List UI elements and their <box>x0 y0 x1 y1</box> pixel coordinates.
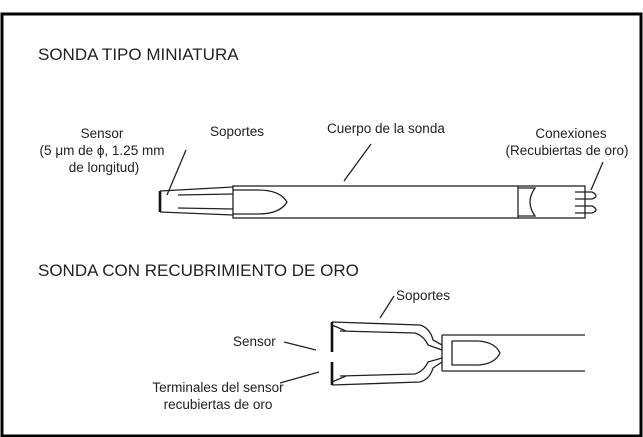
probe-body <box>232 185 586 219</box>
supports-label-top: Soportes <box>210 124 264 139</box>
miniature-probe <box>158 185 597 219</box>
sensor-leader-bottom <box>283 341 317 351</box>
terminals-label-line2: recubiertas de oro <box>164 397 273 412</box>
connections-label-line1: Conexiones <box>535 126 607 141</box>
gold-pin-lower <box>575 205 597 214</box>
terminals-leader <box>279 371 320 384</box>
connections-label-line2: (Recubiertas de oro) <box>505 143 628 158</box>
sensor-label-bottom: Sensor <box>233 334 276 349</box>
supports-leader-bottom <box>379 295 395 319</box>
gold-coated-probe <box>330 321 585 386</box>
sensor-label-line2: (5 μm de ϕ, 1.25 mm <box>40 143 165 158</box>
sensor-label-line1: Sensor <box>81 126 124 141</box>
body-label: Cuerpo de la sonda <box>327 121 445 136</box>
supports-leader-top <box>166 149 187 196</box>
diagram-border <box>0 12 643 437</box>
supports-label-bottom: Soportes <box>396 288 450 303</box>
section1-heading: SONDA TIPO MINIATURA <box>38 45 239 64</box>
connections-leader <box>590 161 604 191</box>
gold-pin-upper <box>575 191 597 200</box>
sensor-label-line3: de longitud) <box>69 160 140 175</box>
terminals-label-line1: Terminales del sensor <box>152 380 284 395</box>
section2-heading: SONDA CON RECUBRIMIENTO DE ORO <box>38 261 359 280</box>
body-leader <box>343 143 372 182</box>
